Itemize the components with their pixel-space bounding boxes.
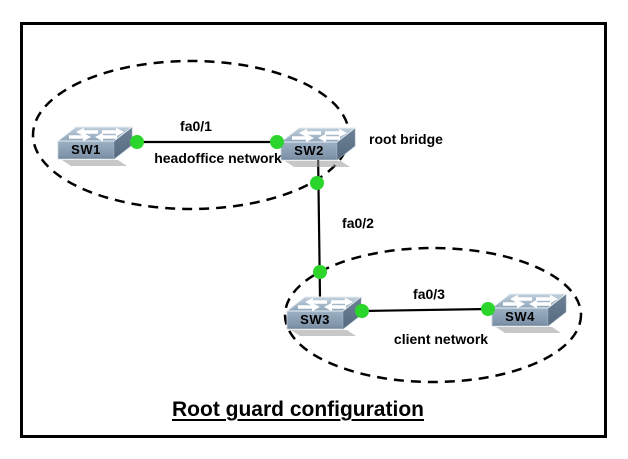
switch-node-sw2[interactable]: SW2: [279, 122, 357, 168]
switch-label: SW4: [505, 309, 535, 324]
port-dot: [310, 176, 324, 190]
port-dot: [270, 135, 284, 149]
port-dot: [481, 302, 495, 316]
diagram-title: Root guard configuration: [172, 398, 424, 421]
switch-label: SW1: [71, 142, 101, 157]
switch-node-sw3[interactable]: SW3: [285, 291, 363, 337]
link-label-fa0-3: fa0/3: [413, 286, 445, 302]
zone-ellipse-client: [283, 246, 583, 384]
zone-label-client: client network: [393, 331, 489, 347]
switch-label: SW3: [300, 312, 330, 327]
zone-label-headoffice: headoffice network: [154, 150, 282, 166]
diagram-border: [20, 22, 607, 438]
port-dot: [313, 265, 327, 279]
switch-icon: [285, 296, 363, 336]
link-label-fa0-1: fa0/1: [180, 118, 212, 134]
port-dot: [130, 135, 144, 149]
port-dot: [355, 304, 369, 318]
switch-icon: [490, 293, 568, 333]
switch-node-sw1[interactable]: SW1: [56, 121, 134, 167]
link-label-fa0-2: fa0/2: [342, 215, 374, 231]
annotation-root-bridge: root bridge: [369, 131, 443, 147]
switch-icon: [56, 126, 134, 166]
switch-node-sw4[interactable]: SW4: [490, 288, 568, 334]
link-line-fa0-3: [361, 307, 489, 313]
switch-icon: [279, 127, 357, 167]
switch-label: SW2: [294, 143, 324, 158]
